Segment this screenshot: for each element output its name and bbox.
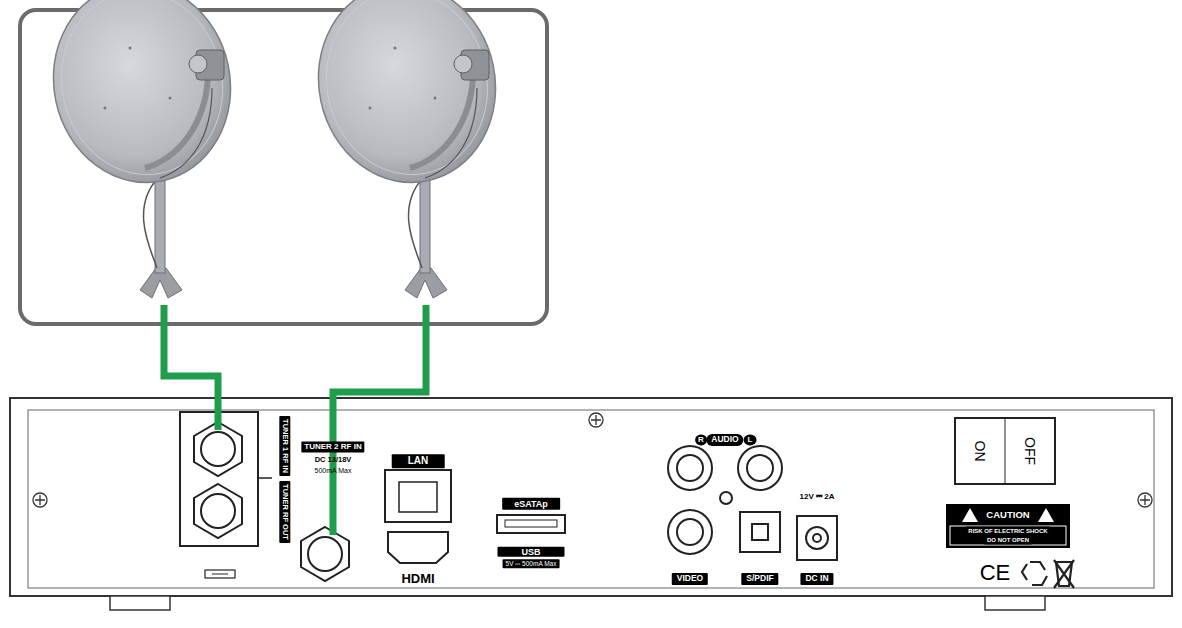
port-label: TUNER 2 RF IN: [301, 441, 364, 452]
port-label: TUNER 1 RF IN: [280, 416, 291, 476]
port-label: LAN: [392, 454, 445, 468]
port-label: AUDIO: [706, 434, 743, 446]
warning-text: DO NOT OPEN: [984, 536, 1032, 545]
port-label: eSATAp: [502, 498, 560, 510]
ce-mark: CE: [980, 560, 1011, 585]
port-label: TUNER RF OUT: [280, 481, 291, 543]
port-spec: 12V ⎓ 2A: [800, 492, 835, 501]
port-label: DC IN: [800, 573, 833, 585]
switch-mark: ON: [972, 441, 988, 462]
port-label: VIDEO: [672, 573, 708, 585]
port-label: USB: [497, 547, 564, 557]
warning-text: RISK OF ELECTRIC SHOCK: [965, 527, 1050, 536]
switch-mark: OFF: [1022, 437, 1038, 465]
channel-mark: R: [695, 434, 707, 445]
channel-mark: L: [744, 434, 757, 445]
port-spec: DC 13/18V: [315, 456, 352, 465]
port-label: HDMI: [401, 572, 434, 587]
port-label: S/PDIF: [741, 573, 778, 585]
port-spec: 500mA Max: [315, 467, 352, 475]
port-spec: 5V ⎓ 500mA Max: [503, 559, 560, 568]
warning-title: CAUTION: [983, 509, 1032, 522]
